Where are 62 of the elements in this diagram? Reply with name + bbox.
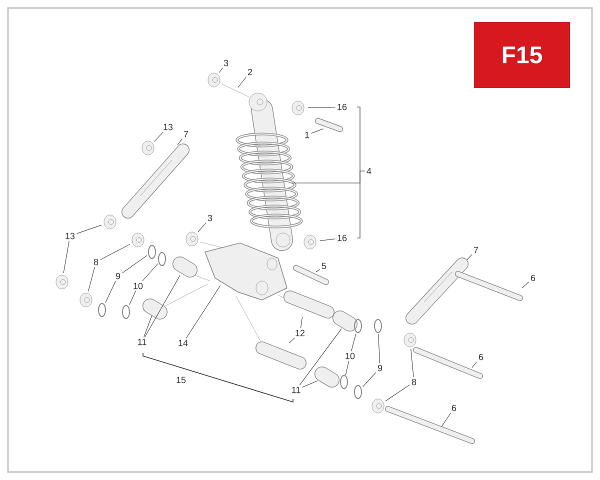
callout-number: 10: [346, 352, 355, 360]
leader-line: [186, 285, 221, 338]
callout-number: 13: [164, 124, 173, 130]
callout-number: 9: [378, 364, 382, 372]
leader-line: [142, 263, 158, 282]
callout-number: 6: [478, 354, 484, 360]
leader-line: [88, 266, 95, 292]
leader-line: [385, 384, 410, 402]
callout-number: 2: [248, 68, 252, 76]
callout-number: 8: [412, 378, 416, 386]
callout-number: 15: [176, 376, 186, 384]
leader-line: [105, 280, 116, 304]
leader-line: [129, 290, 136, 305]
leader-line: [288, 338, 295, 344]
leader-line: [177, 138, 182, 146]
leader-line: [522, 282, 530, 288]
callout-number: 12: [296, 330, 305, 336]
callout-number: 16: [338, 104, 347, 110]
callout-number: 11: [292, 386, 300, 394]
callout-number: 9: [116, 272, 120, 280]
leader-line: [410, 348, 414, 378]
callout-number: 7: [474, 246, 478, 254]
callout-number: 7: [184, 130, 188, 138]
leader-line: [292, 170, 366, 184]
leader-line: [345, 360, 350, 376]
callout-number: 3: [208, 214, 212, 222]
leader-line: [122, 255, 148, 274]
callout-number: 3: [224, 60, 228, 66]
leader-line: [100, 244, 130, 260]
callout-number: 10: [134, 282, 143, 290]
callout-number: 6: [452, 404, 456, 412]
leader-line: [316, 268, 320, 272]
callout-number: 6: [530, 274, 536, 282]
callout-number: 13: [66, 232, 75, 240]
callout-number: 14: [178, 340, 188, 346]
leader-line: [238, 76, 246, 88]
callout-number: 8: [94, 258, 98, 266]
leader-line: [466, 254, 472, 260]
leader-line: [63, 240, 70, 274]
leader-line: [320, 238, 336, 242]
leader-line: [144, 274, 180, 338]
leader-line: [198, 222, 206, 232]
leader-line: [472, 362, 478, 368]
leader-line: [308, 106, 336, 108]
leader-line: [218, 68, 223, 73]
leader-line: [300, 316, 303, 328]
callout-number: 1: [305, 132, 310, 138]
leader-line: [362, 372, 376, 388]
callout-number: 4: [366, 168, 372, 174]
leader-line: [310, 128, 324, 134]
leader-line: [154, 132, 164, 142]
callout-number: 5: [322, 262, 326, 270]
leader-line: [351, 333, 356, 352]
leader-line: [378, 334, 380, 364]
leader-line: [302, 380, 318, 388]
leader-line: [144, 315, 152, 338]
leader-line: [299, 328, 342, 386]
callout-number: 11: [138, 338, 146, 346]
title-badge: F15: [474, 22, 570, 88]
leader-line: [441, 412, 451, 427]
leader-line: [76, 224, 102, 234]
callout-number: 16: [338, 234, 347, 242]
